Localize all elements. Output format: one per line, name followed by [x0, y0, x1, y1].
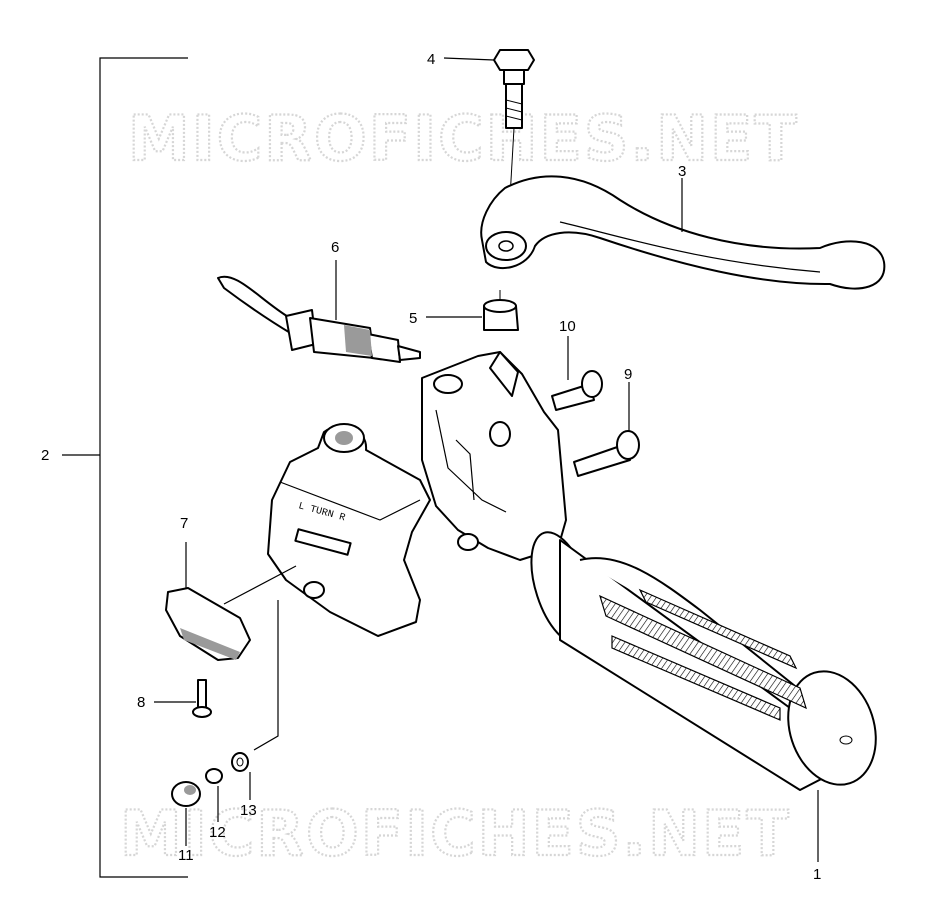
callout-7: 7 [180, 515, 188, 532]
callout-11: 11 [178, 847, 194, 864]
part-5-nut [483, 290, 519, 331]
callout-6: 6 [331, 239, 339, 256]
callout-13: 13 [240, 802, 257, 819]
part-11-cap [171, 781, 201, 807]
part-8-screw [192, 679, 212, 718]
callout-1: 1 [813, 866, 821, 883]
callout-12: 12 [209, 824, 226, 841]
part-7-knob [165, 587, 251, 661]
part-13-washer [231, 752, 249, 772]
watermark-top: MICROFICHES.NET [128, 102, 799, 175]
assembly-bracket [62, 57, 188, 878]
part-9-screw [573, 430, 640, 477]
callout-9: 9 [624, 366, 632, 383]
callout-8: 8 [137, 694, 145, 711]
part-3-lever [480, 175, 886, 290]
callout-4: 4 [427, 51, 435, 68]
part-12-spring [205, 768, 223, 784]
switch-housing-rear [421, 351, 567, 561]
callout-3: 3 [678, 163, 686, 180]
switch-housing-front: L TURN R [267, 423, 431, 637]
callout-10: 10 [559, 318, 576, 335]
leader-lines [154, 57, 819, 862]
callout-5: 5 [409, 310, 417, 327]
part-1-grip [530, 531, 877, 791]
part-6-cable [217, 275, 421, 363]
watermark-bottom: MICROFICHES.NET [120, 797, 791, 870]
callout-2: 2 [41, 447, 49, 464]
part-10-screw [551, 370, 603, 411]
